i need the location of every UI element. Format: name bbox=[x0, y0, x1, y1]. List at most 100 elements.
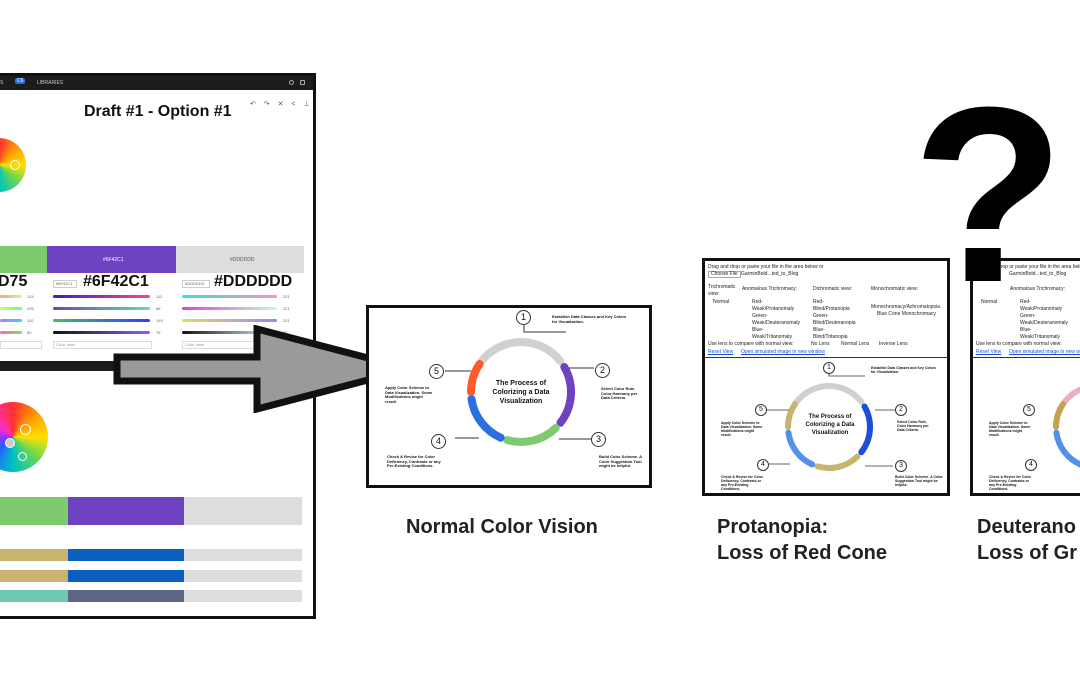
file-name: GarminBold...ted_to_Blog bbox=[741, 271, 799, 277]
anomalous-option[interactable]: Red-Weak/Protanomaly bbox=[1020, 299, 1063, 312]
palette-bar-teal[interactable] bbox=[0, 590, 68, 602]
anomalous-option[interactable]: Green-Weak/Deuteranomaly bbox=[1020, 313, 1068, 326]
open-new-window-link[interactable]: Open simulated image in new window bbox=[1009, 349, 1080, 355]
choose-file-button[interactable]: Choose File bbox=[708, 271, 741, 278]
slider[interactable] bbox=[53, 331, 150, 334]
step-number: 5 bbox=[1023, 404, 1035, 416]
slider-value: 110 bbox=[27, 318, 34, 323]
slider-value: 221 bbox=[283, 318, 290, 323]
palette-bar-purple[interactable] bbox=[68, 497, 184, 525]
palette-bar-gray[interactable] bbox=[184, 549, 302, 561]
palette-bar-tan[interactable] bbox=[0, 549, 68, 561]
dichromatic-option[interactable]: Green-Blind/Deuteranopia bbox=[813, 313, 856, 326]
palette-bar-green[interactable] bbox=[0, 497, 68, 525]
normal-option[interactable]: Normal bbox=[981, 299, 998, 305]
monochromatic-label: Monochromatic view: bbox=[871, 286, 918, 292]
slider[interactable] bbox=[0, 307, 22, 310]
swatch-purple[interactable] bbox=[47, 246, 176, 273]
ring-segment bbox=[1053, 401, 1067, 430]
color-wheel[interactable] bbox=[0, 402, 48, 472]
swatch-green[interactable] bbox=[0, 246, 47, 273]
step-text: Check & Revise for Color Deficiency, Con… bbox=[721, 475, 764, 492]
slider[interactable] bbox=[182, 295, 277, 298]
anomalous-option[interactable]: Red-Weak/Protanomaly bbox=[752, 299, 795, 312]
palette-bar-gray[interactable] bbox=[184, 590, 302, 602]
anomalous-option[interactable]: Blue-Weak/Tritanomaly bbox=[752, 327, 793, 340]
open-new-window-link[interactable]: Open simulated image in new window bbox=[741, 349, 825, 355]
caption-deuteranopia-title: Deuterano bbox=[977, 516, 1076, 538]
process-ring bbox=[767, 368, 895, 471]
slider[interactable] bbox=[182, 319, 277, 322]
palette-bar-gray[interactable] bbox=[184, 570, 302, 582]
slider[interactable] bbox=[182, 331, 277, 334]
divider bbox=[973, 357, 1080, 358]
step-text: Apply Color Scheme to Data Visualization… bbox=[721, 421, 763, 438]
lens-option[interactable]: Normal Lens bbox=[841, 341, 870, 347]
anomalous-option[interactable]: Green-Weak/Deuteranomaly bbox=[752, 313, 800, 326]
wheel-handle[interactable] bbox=[10, 160, 20, 170]
slider[interactable] bbox=[0, 331, 22, 334]
ring-segment bbox=[467, 360, 484, 396]
monochromatic-option[interactable]: Monochromacy/Achromatopsia bbox=[871, 304, 940, 310]
color-label-input[interactable] bbox=[0, 341, 42, 349]
color-wheel[interactable] bbox=[0, 138, 26, 192]
slider[interactable] bbox=[182, 307, 277, 310]
hex-input-purple[interactable]: #6F42C1 bbox=[53, 280, 77, 288]
normal-option[interactable]: Normal bbox=[713, 299, 730, 305]
settings-icon[interactable] bbox=[289, 80, 294, 85]
slider[interactable] bbox=[0, 319, 22, 322]
palette-bar-slate[interactable] bbox=[68, 590, 184, 602]
caption-deuteranopia-subtitle: Loss of Gr bbox=[977, 542, 1078, 564]
caption-protanopia-subtitle: Loss of Red Cone bbox=[717, 542, 888, 564]
slider-value: 76 bbox=[156, 330, 161, 335]
tab-active[interactable]: C6 bbox=[15, 78, 26, 84]
tab-libraries[interactable]: LIBRARIES bbox=[37, 80, 64, 86]
palette-bar-tan[interactable] bbox=[0, 570, 68, 582]
slider[interactable] bbox=[53, 295, 150, 298]
step-text: Apply Color Scheme to Data Visualization… bbox=[385, 385, 433, 404]
slider-value: 80 bbox=[27, 330, 32, 335]
color-label-input[interactable]: Color label bbox=[53, 341, 152, 349]
diagram-title: The Process of Colorizing a Data Visuali… bbox=[805, 414, 855, 436]
step-text: Check & Revise for Color Deficiency, Con… bbox=[387, 454, 441, 469]
dichromatic-option[interactable]: Red-Blind/Protanopia bbox=[813, 299, 850, 312]
lens-option[interactable]: Inverse Lens bbox=[879, 341, 908, 347]
monochromatic-option[interactable]: Blue Cone Monochromacy bbox=[877, 311, 936, 317]
step-text: Establish Data Classes and Key Colors fo… bbox=[871, 366, 936, 375]
ring-segment bbox=[1061, 386, 1080, 405]
normal-vision-diagram: The Process of Colorizing a Data Visuali… bbox=[366, 305, 652, 488]
tab-s[interactable]: S bbox=[0, 80, 4, 86]
lens-option[interactable]: No Lens bbox=[811, 341, 830, 347]
palette-bar-blue[interactable] bbox=[68, 549, 184, 561]
slider[interactable] bbox=[0, 295, 22, 298]
slider[interactable] bbox=[53, 319, 150, 322]
slider-value: 205 bbox=[27, 306, 34, 311]
step-number: 5 bbox=[429, 364, 444, 379]
palette-bar-blue[interactable] bbox=[68, 570, 184, 582]
wheel-handle[interactable] bbox=[5, 438, 15, 448]
ring-segment bbox=[793, 383, 865, 405]
hex-value-purple: #6F42C1 bbox=[83, 273, 149, 290]
slider[interactable] bbox=[53, 307, 150, 310]
hex-input-gray[interactable]: #DDDDDD bbox=[182, 280, 210, 288]
wheel-handle[interactable] bbox=[20, 424, 31, 435]
slider-value: 193 bbox=[156, 318, 163, 323]
anomalous-label: Anomalous Trichromacy: bbox=[742, 286, 798, 292]
ring-segment bbox=[467, 394, 505, 442]
reset-view-link[interactable]: Reset View bbox=[708, 349, 734, 355]
step-number: 3 bbox=[591, 432, 606, 447]
step-text: Build Color Scheme. A Color Suggestion T… bbox=[895, 475, 943, 488]
window-icon[interactable] bbox=[300, 80, 305, 85]
edit-toolbar[interactable]: ↶ ↷ ✕ < ⊥ bbox=[250, 101, 313, 108]
diagram-title: The Process of Colorizing a Data Visuali… bbox=[492, 380, 550, 405]
anomalous-option[interactable]: Blue-Weak/Tritanomaly bbox=[1020, 327, 1061, 340]
dichromatic-option[interactable]: Blue-Blind/Tritanopia bbox=[813, 327, 848, 340]
lens-prompt: Use lens to compare with normal view: bbox=[708, 341, 794, 347]
reset-view-link[interactable]: Reset View bbox=[976, 349, 1002, 355]
slider-value: 66 bbox=[156, 306, 161, 311]
palette-bar-gray[interactable] bbox=[184, 497, 302, 525]
ring-segment bbox=[556, 363, 575, 427]
swatch-gray[interactable] bbox=[176, 246, 304, 273]
wheel-handle[interactable] bbox=[18, 452, 27, 461]
step-text: Apply Color Scheme to Data Visualization… bbox=[989, 421, 1031, 438]
